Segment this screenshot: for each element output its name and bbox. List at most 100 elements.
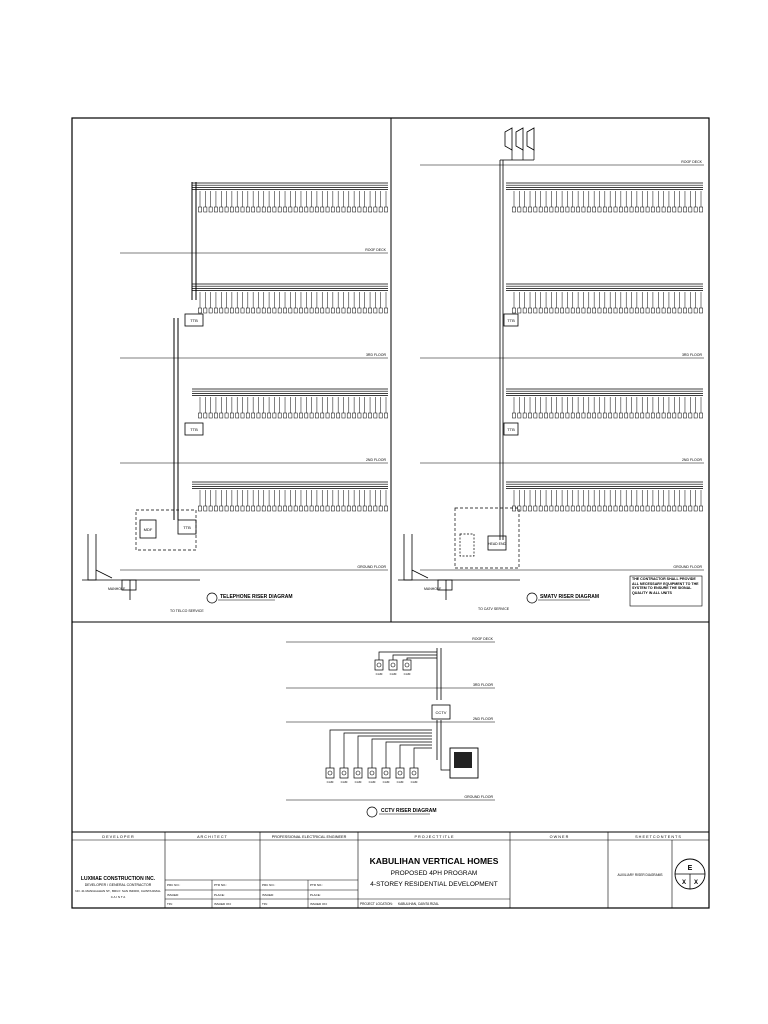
architect-issued-on-label: ISSUED ON:	[214, 902, 232, 906]
smatv-outlet-icon	[613, 412, 618, 419]
smatv-outlet-icon	[602, 412, 607, 419]
cctv-top-feeders	[378, 651, 437, 660]
smatv-note-box	[629, 575, 703, 607]
tel-title-symbol	[206, 592, 218, 604]
smatv-outlet-icon	[602, 206, 607, 213]
tel-outlet-icon	[336, 412, 341, 419]
smatv-outlet-icon	[581, 505, 586, 512]
smatv-outlet-icon	[538, 206, 543, 213]
tel-outlet-icon	[245, 412, 250, 419]
engineer-ptr-label: PTR NO.:	[310, 883, 323, 887]
tel-outlet-icon	[368, 505, 372, 512]
tel-manhole	[121, 579, 137, 591]
cctv-box-label: CCTV	[436, 710, 447, 715]
cctv-bottom-camera-label: CAM	[411, 780, 418, 784]
cctv-top-camera-lens	[404, 662, 410, 668]
smatv-outlet-icon	[554, 412, 559, 419]
tel-outlet-icon	[277, 206, 282, 213]
smatv-outlet-icon	[528, 505, 532, 512]
title-block-field-lines	[165, 879, 510, 908]
cctv-bottom-camera-icon	[409, 767, 419, 779]
smatv-outlet-icon	[629, 505, 634, 512]
smatv-outlet-icon	[683, 307, 687, 314]
monitor-feeder	[440, 760, 450, 771]
tel-outlet-icon	[315, 412, 319, 419]
tel-outlet-icon	[357, 307, 362, 314]
engineer-issued-on-label: ISSUED ON:	[310, 902, 328, 906]
smatv-outlet-icon	[635, 206, 639, 213]
smatv-outlet-icon	[661, 505, 666, 512]
sheet-number-a: X	[682, 880, 686, 886]
tel-outlet-icon	[214, 505, 218, 512]
cctv-top-camera-icon	[402, 659, 412, 671]
cctv-top-camera-label: CAM	[376, 672, 383, 676]
smatv-outlet-icon	[602, 307, 607, 314]
smatv-outlet-icon	[512, 505, 516, 512]
tel-outlet-icon	[357, 412, 362, 419]
tel-outlet-icon	[230, 505, 234, 512]
tel-outlet-icon	[304, 505, 309, 512]
smatv-outlet-icon	[645, 307, 650, 314]
smatv-outlet-icon	[597, 505, 602, 512]
tel-outlet-icon	[357, 206, 362, 213]
tel-outlet-icon	[378, 412, 383, 419]
tel-outlet-icon	[336, 206, 341, 213]
tel-outlet-icon	[346, 307, 351, 314]
tel-outlet-icon	[320, 505, 325, 512]
cctv-bottom-camera-icon	[339, 767, 349, 779]
cctv-bottom-feeders	[329, 729, 432, 768]
tel-outlet-icon	[277, 307, 282, 314]
developer-tag: C A I N T A	[111, 895, 126, 899]
tel-outlet-icon	[315, 307, 319, 314]
smatv-ttb-label-2nd: TTB	[507, 427, 515, 432]
smatv-outlet-icon	[565, 505, 570, 512]
tel-outlet-icon	[352, 412, 356, 419]
smatv-note-wrapper: THE CONTRACTOR SHALL PROVIDE ALL NECESSA…	[632, 577, 699, 595]
smatv-outlet-icon	[661, 206, 666, 213]
tel-outlet-icon	[341, 412, 346, 419]
smatv-headend-label: HEAD END	[488, 542, 507, 546]
smatv-outlet-icon	[629, 206, 634, 213]
cctv-title-symbol	[366, 806, 378, 818]
smatv-outlet-icon	[619, 505, 623, 512]
tel-outlet-icon	[368, 412, 372, 419]
cctv-bottom-camera-lens	[369, 770, 375, 776]
architect-tin-label: TIN:	[167, 902, 173, 906]
architect-issued-label: ISSUED:	[167, 893, 179, 897]
tel-outlet-icon	[378, 505, 383, 512]
smatv-outlet-icon	[688, 206, 693, 213]
engineer-issued-label: ISSUED:	[262, 893, 274, 897]
smatv-outlet-icon	[549, 206, 554, 213]
cctv-bottom-camera-lens	[341, 770, 347, 776]
tel-outlet-icon	[235, 307, 240, 314]
tel-outlet-icon	[325, 206, 330, 213]
smatv-outlet-icon	[640, 206, 645, 213]
smatv-outlet-icon	[661, 307, 666, 314]
cctv-bottom-camera-label: CAM	[341, 780, 348, 784]
smatv-title: SMATV RISER DIAGRAM	[540, 594, 599, 600]
tel-outlet-icon	[208, 412, 213, 419]
smatv-floor-label: 2ND FLOOR	[682, 458, 703, 462]
smatv-outlet-icon	[560, 206, 564, 213]
monitor-screen	[454, 752, 472, 768]
smatv-outlet-icon	[597, 412, 602, 419]
cctv-top-camera-label: CAM	[404, 672, 411, 676]
smatv-outlet-icon	[517, 307, 522, 314]
tel-outlet-icon	[267, 206, 271, 213]
tel-outlet-icon	[346, 412, 351, 419]
tel-outlet-icon	[235, 206, 240, 213]
sheet-number-b: X	[694, 880, 698, 886]
tel-outlet-icon	[261, 307, 266, 314]
smatv-outlet-icon	[517, 412, 522, 419]
architect-prc-label: PRC NO.:	[167, 883, 181, 887]
tel-outlet-icon	[352, 505, 356, 512]
tel-outlet-icon	[224, 206, 229, 213]
cctv-bottom-camera-lens	[383, 770, 389, 776]
smatv-outlet-icon	[651, 206, 655, 213]
tel-outlet-icon	[219, 505, 224, 512]
cctv-bottom-camera-icon	[381, 767, 391, 779]
smatv-floor-label: ROOF DECK	[681, 160, 702, 164]
tel-outlet-icon	[368, 206, 372, 213]
